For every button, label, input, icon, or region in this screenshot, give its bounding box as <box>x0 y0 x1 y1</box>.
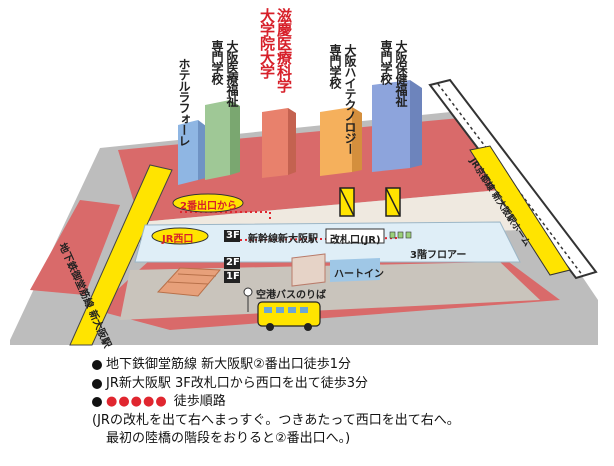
label-bus-stop: 空港バスのりば <box>256 290 326 301</box>
legend-line4: (JRの改札を出て右へまっすぐ。つきあたって西口を出て右へ。 <box>92 412 460 428</box>
label-iryo-fukushi-1: 大阪医療福祉 <box>225 40 239 106</box>
floor-marker-3f <box>224 230 240 242</box>
label-iryo-fukushi-2: 専門学校 <box>210 40 224 84</box>
station-area-map <box>10 78 598 346</box>
legend-row-note1: (JRの改札を出て右へまっすぐ。つきあたって西口を出て右へ。 <box>92 412 607 431</box>
route-dots-icon: ●●●●● <box>106 394 168 409</box>
label-shinkansen: 新幹線新大阪駅 <box>248 234 318 245</box>
label-floor-2f: 2F <box>226 257 240 268</box>
label-gate-jr: 改札口(JR) <box>330 235 381 246</box>
building-iryo-fukushi <box>205 100 240 180</box>
ground-block-west <box>30 200 120 295</box>
label-hightech-1: 大阪ハイテクノロジー <box>343 44 357 154</box>
exit2-badge <box>172 193 244 213</box>
legend-line3: 徒歩順路 <box>173 394 226 409</box>
bullet-icon <box>92 378 102 389</box>
bus-stop-icon <box>243 287 253 312</box>
floor-marker-1f <box>224 271 240 283</box>
label-floor-3: 3階フロアー <box>410 250 467 261</box>
building-hoken-fukushi <box>372 80 422 172</box>
legend-line5: 最初の陸橋の階段をおりると②番出口へ。) <box>106 431 351 446</box>
legend-row-subway: 地下鉄御堂筋線 新大阪駅②番出口徒歩1分 <box>92 356 607 375</box>
label-hoken-fukushi-1: 大阪保健福祉 <box>394 40 408 106</box>
subway-road <box>69 164 173 346</box>
stairs-west <box>156 267 222 297</box>
legend-row-jr: JR新大阪駅 3F改札口から西口を出て徒歩3分 <box>92 375 607 394</box>
building-hotel <box>178 120 206 185</box>
crossing-gates <box>339 187 401 217</box>
label-shiga-univ-1: 滋慶医療科学 <box>275 8 293 92</box>
gate-ticket-icons <box>389 231 412 239</box>
legend-row-route: ●●●●● 徒歩順路 <box>92 393 607 412</box>
legend: 地下鉄御堂筋線 新大阪駅②番出口徒歩1分 JR新大阪駅 3F改札口から西口を出て… <box>92 356 607 449</box>
legend-line2: JR新大阪駅 3F改札口から西口を出て徒歩3分 <box>106 375 369 391</box>
label-hightech-2: 専門学校 <box>328 44 342 88</box>
bus-icon <box>257 301 321 331</box>
label-floor-3f: 3F <box>226 230 240 241</box>
label-hotel: ホテルラフォーレ <box>177 58 191 146</box>
label-exit2: 2番出口から <box>180 201 237 212</box>
building-shiga-univ <box>262 108 296 178</box>
jr-west-badge <box>151 227 209 245</box>
label-heartin: ハートイン <box>334 269 384 280</box>
label-hoken-fukushi-2: 専門学校 <box>379 40 393 84</box>
legend-line1: 地下鉄御堂筋線 新大阪駅②番出口徒歩1分 <box>106 357 352 372</box>
label-floor-1f: 1F <box>226 271 240 282</box>
bullet-icon <box>92 360 102 371</box>
heartin-building <box>291 253 380 287</box>
legend-row-note2: 最初の陸橋の階段をおりると②番出口へ。) <box>92 430 607 449</box>
walking-route <box>180 211 271 222</box>
bullet-icon <box>92 397 102 408</box>
floor-marker-2f <box>224 257 240 269</box>
gate-jr-box <box>325 228 385 244</box>
label-jr-west: JR西口 <box>162 234 194 245</box>
jr-platform <box>469 145 571 276</box>
label-shiga-univ-2: 大学院大学 <box>258 8 276 78</box>
building-hightech <box>320 107 362 176</box>
